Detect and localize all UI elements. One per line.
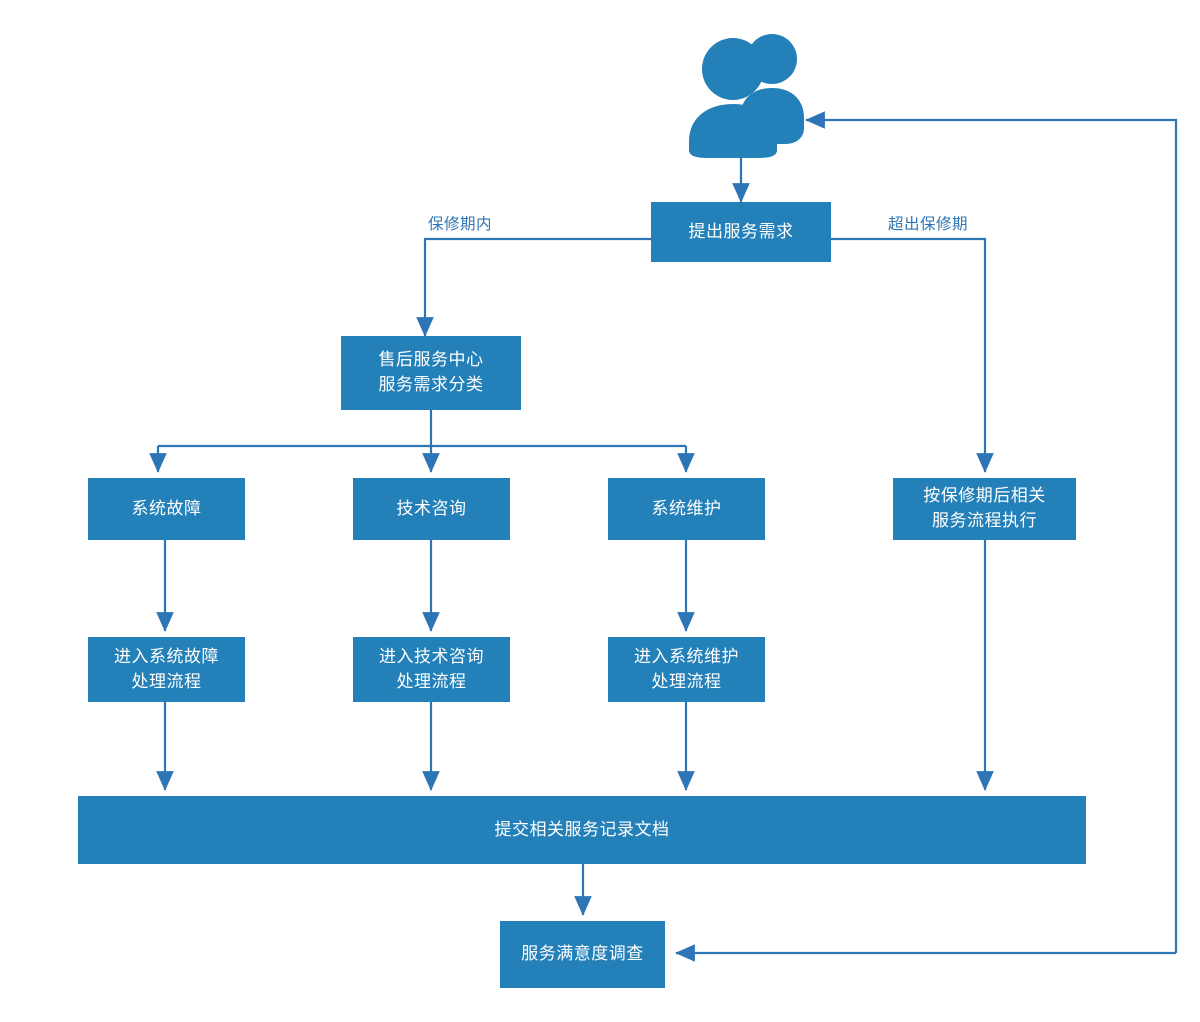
node-consult-flow[interactable]: 进入技术咨询 处理流程 [353,637,510,702]
node-satisfaction[interactable]: 服务满意度调查 [500,921,665,988]
node-after-warranty[interactable]: 按保修期后相关 服务流程执行 [893,478,1076,540]
node-request[interactable]: 提出服务需求 [651,202,831,262]
node-classify[interactable]: 售后服务中心 服务需求分类 [341,336,521,410]
edge-label-out-warranty: 超出保修期 [888,215,969,233]
node-consult[interactable]: 技术咨询 [353,478,510,540]
two-people-icon [689,34,804,158]
edge-request-to-after-warranty [831,237,994,473]
node-maintain[interactable]: 系统维护 [608,478,765,540]
node-fault[interactable]: 系统故障 [88,478,245,540]
node-maintain-flow[interactable]: 进入系统维护 处理流程 [608,637,765,702]
edge-label-in-warranty: 保修期内 [428,215,493,233]
edge-request-to-classify [416,237,651,337]
node-submit-docs[interactable]: 提交相关服务记录文档 [78,796,1086,864]
node-fault-flow[interactable]: 进入系统故障 处理流程 [88,637,245,702]
